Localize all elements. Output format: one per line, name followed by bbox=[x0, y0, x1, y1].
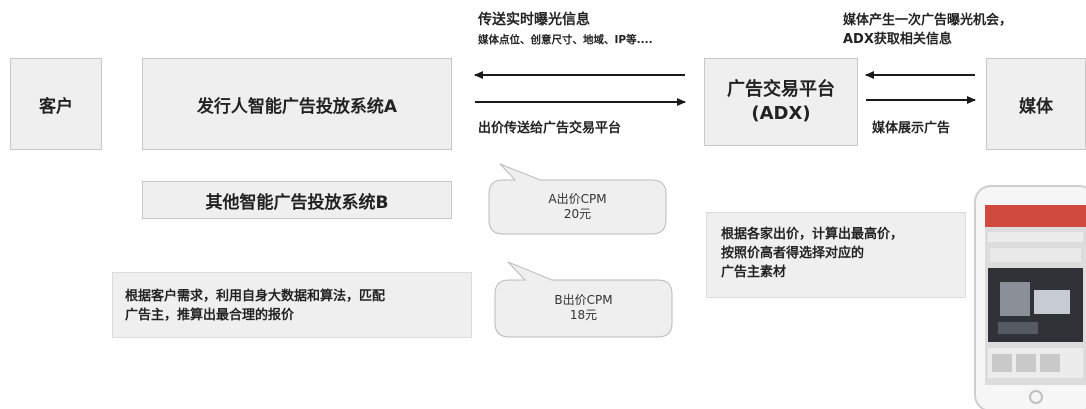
other-system-b-label: 其他智能广告投放系统B bbox=[205, 192, 389, 213]
adx-calculation-note: 根据各家出价，计算出最高价， 按照价高者得选择对应的 广告主素材 bbox=[706, 212, 966, 298]
media-display-label: 媒体展示广告 bbox=[872, 121, 951, 136]
adx-note-line3: 广告主素材 bbox=[721, 265, 787, 280]
bid-bubble-a: A出价CPM 20元 bbox=[489, 192, 666, 222]
other-system-b-box: 其他智能广告投放系统B bbox=[142, 181, 452, 219]
adx-label-line2: (ADX) bbox=[751, 103, 811, 124]
bid-send-label: 出价传送给广告交易平台 bbox=[478, 121, 622, 136]
matching-note-line1: 根据客户需求，利用自身大数据和算法，匹配 bbox=[125, 289, 386, 304]
media-opportunity-line2: ADX获取相关信息 bbox=[843, 32, 952, 47]
bid-bubble-b-line1: B出价CPM bbox=[554, 293, 613, 307]
send-info-title: 传送实时曝光信息 bbox=[478, 12, 590, 28]
media-label: 媒体 bbox=[1019, 96, 1053, 117]
publisher-a-label: 发行人智能广告投放系统A bbox=[196, 96, 398, 117]
bid-bubble-a-line1: A出价CPM bbox=[548, 192, 607, 206]
matching-note: 根据客户需求，利用自身大数据和算法，匹配 广告主，推算出最合理的报价 bbox=[112, 272, 472, 338]
adx-note-line2: 按照价高者得选择对应的 bbox=[721, 246, 865, 261]
bid-bubble-b: B出价CPM 18元 bbox=[495, 293, 672, 323]
adx-label-line1: 广告交易平台 bbox=[727, 79, 835, 100]
bid-bubble-a-line2: 20元 bbox=[563, 207, 592, 221]
phone-icon bbox=[974, 185, 1086, 409]
bid-bubble-b-shape bbox=[494, 261, 673, 338]
matching-note-line2: 广告主，推算出最合理的报价 bbox=[125, 308, 295, 323]
bid-bubble-b-line2: 18元 bbox=[569, 308, 598, 322]
send-info-detail: 媒体点位、创意尺寸、地域、IP等.... bbox=[478, 34, 653, 46]
customer-label: 客户 bbox=[39, 96, 73, 117]
media-box: 媒体 bbox=[986, 58, 1086, 150]
media-opportunity-line1: 媒体产生一次广告曝光机会， bbox=[843, 13, 1013, 28]
adx-box: 广告交易平台 (ADX) bbox=[704, 58, 858, 146]
customer-box: 客户 bbox=[10, 58, 102, 150]
adx-note-line1: 根据各家出价，计算出最高价， bbox=[721, 227, 904, 242]
bid-bubble-a-shape bbox=[488, 163, 667, 235]
publisher-a-box: 发行人智能广告投放系统A bbox=[142, 58, 452, 150]
